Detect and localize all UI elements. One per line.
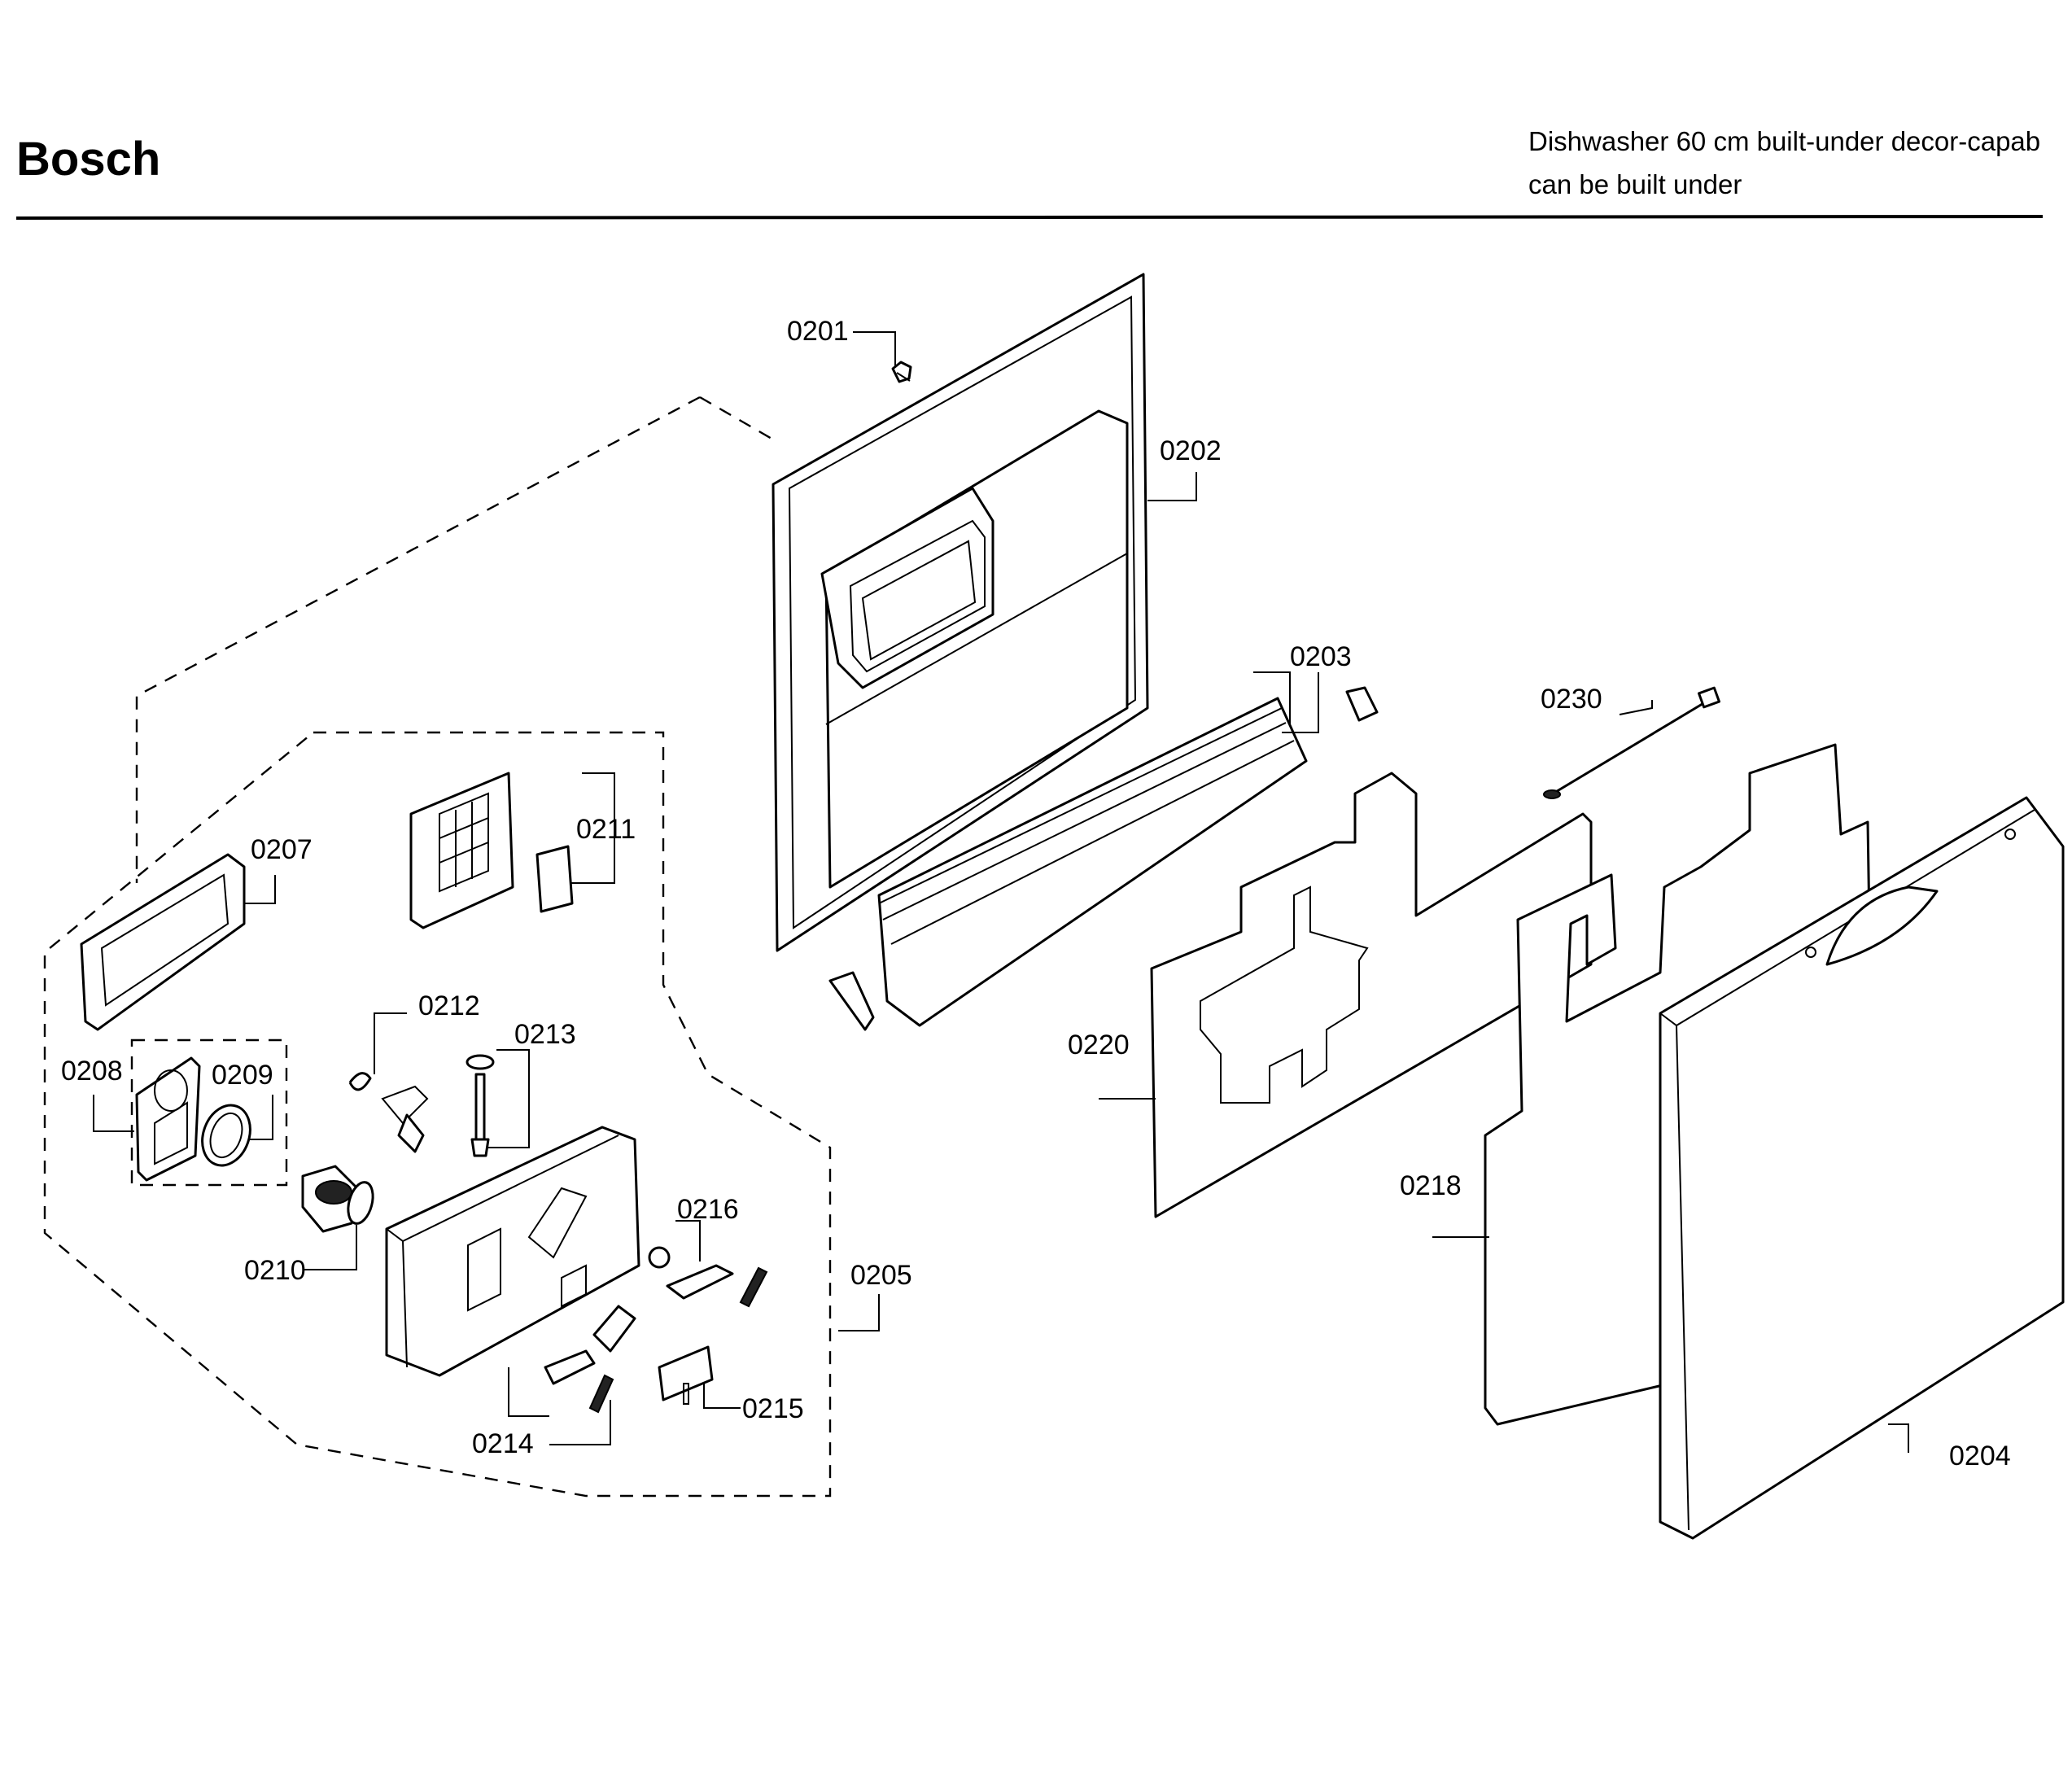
callout-0214: 0214: [472, 1428, 534, 1459]
callout-labels: 0201 0202 0203 0204 0205 0207 0208 0209 …: [61, 316, 2011, 1471]
part-0213-pin: [466, 1054, 495, 1157]
group-0208-outline: [130, 1038, 288, 1187]
callout-0203: 0203: [1290, 641, 1352, 672]
callout-0204: 0204: [1949, 1441, 2011, 1471]
callout-0212: 0212: [418, 990, 480, 1021]
part-0207-frame: [80, 853, 246, 1031]
part-0210-pump: [301, 1165, 374, 1233]
diagram-title-line2: can be built under: [1528, 169, 1742, 199]
callout-0218: 0218: [1400, 1170, 1462, 1201]
diagram-title-line1: Dishwasher 60 cm built-under decor-capab: [1528, 126, 2040, 156]
group-0205-outline: [43, 731, 832, 1498]
callout-0201: 0201: [787, 316, 849, 347]
part-0215-actuator: [658, 1345, 714, 1405]
group-link-dashed-door: [699, 396, 774, 441]
part-0204-outer-door: [1659, 796, 2065, 1540]
callout-0216: 0216: [677, 1194, 739, 1225]
part-0230-cable: [1543, 686, 1720, 799]
callout-0208: 0208: [61, 1056, 123, 1087]
group-link-dashed: [135, 396, 701, 883]
part-0203-trim-strip: [828, 686, 1379, 1031]
callout-0213: 0213: [514, 1019, 576, 1050]
part-0212-spring: [348, 1072, 429, 1153]
brand-title: Bosch: [16, 133, 160, 186]
part-0216-lever: [648, 1246, 768, 1308]
callout-0210: 0210: [244, 1255, 306, 1286]
callout-0207: 0207: [251, 834, 313, 865]
part-0205-dispenser: [385, 1126, 640, 1377]
part-0211-filter: [409, 772, 574, 929]
header-rule: [15, 215, 2044, 220]
callout-0202: 0202: [1160, 435, 1222, 466]
callout-0215: 0215: [742, 1393, 804, 1424]
part-0214-lever: [544, 1305, 636, 1414]
callout-0220: 0220: [1068, 1030, 1130, 1060]
part-0209-ring: [201, 1104, 251, 1167]
callout-0211: 0211: [576, 814, 636, 845]
callout-0205: 0205: [850, 1260, 912, 1291]
part-0201-screw: [891, 361, 912, 383]
part-0208-holder: [135, 1056, 201, 1182]
leader-lines: [93, 331, 1909, 1453]
part-0202-inner-door: [772, 273, 1149, 952]
callout-0230: 0230: [1541, 684, 1602, 715]
group-outlines: [43, 396, 832, 1498]
callout-0209: 0209: [212, 1060, 273, 1091]
